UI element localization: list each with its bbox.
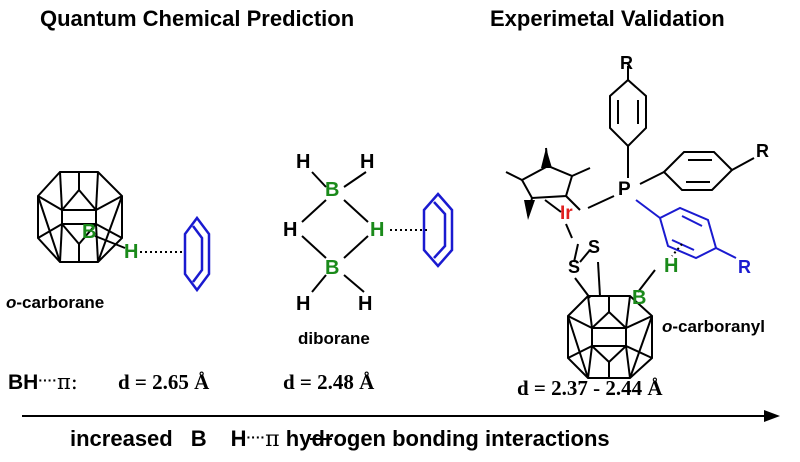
atom-hydrogen-right: H [664,255,679,277]
diborane-bonds [301,171,369,293]
benzene-left [183,215,211,293]
atom-boron-top: B [325,179,340,201]
atom-boron-right: B [632,287,647,309]
carborane-cage [37,171,123,263]
atom-h-bridge-left: H [283,219,298,241]
methyl-wedge-2 [524,200,535,220]
atom-boron-bottom: B [325,257,340,279]
atom-h-bottom-right: H [358,293,373,315]
atom-boron-left: B [82,221,97,243]
distance-carboranyl: d = 2.37 - 2.44 Å [517,376,663,400]
atom-phosphorus: P [618,179,631,200]
b-h-bond-left [94,235,126,249]
trend-arrow-head [764,410,780,422]
atom-sulfur-2: S [568,257,581,277]
b-h-bond-right [637,269,656,293]
carboranyl-cage [567,295,653,379]
atom-h-bridge-right: H [370,219,385,241]
label-diborane: diborane [298,329,370,348]
atom-r-top: R [620,53,633,73]
header-quantum-prediction: Quantum Chemical Prediction [40,6,355,31]
header-experimental-validation: Experimetal Validation [490,6,725,31]
label-o-carboranyl: o-carboranyl [662,317,765,336]
atom-h-top-left: H [296,151,311,173]
atom-r-right: R [756,141,769,161]
atom-hydrogen-left: H [124,241,139,263]
atom-h-top-right: H [360,151,375,173]
atom-h-bottom-left: H [296,293,311,315]
phenyl-right [639,151,755,191]
atom-iridium: Ir [560,203,573,224]
phenyl-top [609,66,647,178]
methyl-wedge-1 [541,148,552,168]
bh-pi-label: BH····π: [8,370,78,394]
benzene-middle [422,192,454,268]
atom-sulfur-1: S [588,237,601,257]
phenyl-blue [635,199,737,260]
metal-bonds [565,195,615,299]
distance-diborane: d = 2.48 Å [283,370,375,394]
label-o-carborane: o-carborane [6,293,105,312]
distance-carborane: d = 2.65 Å [118,370,210,394]
atom-r-blue: R [738,257,751,277]
